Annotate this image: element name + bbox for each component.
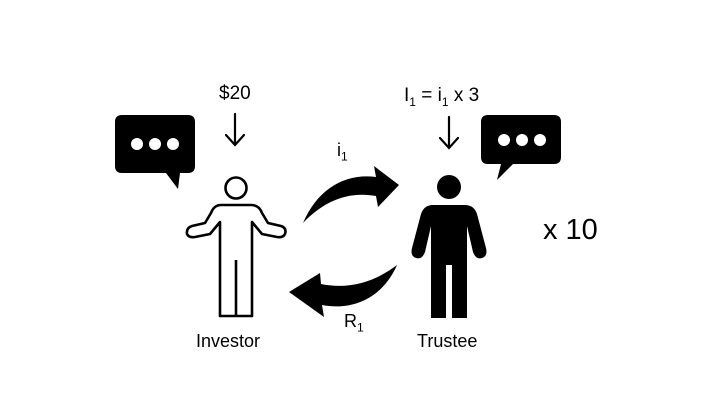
forward-sub: 1 — [341, 149, 348, 164]
return-var: R — [344, 311, 357, 331]
forward-curved-arrow-icon — [303, 166, 399, 223]
investor-label: Investor — [196, 331, 261, 351]
forward-var: i — [337, 140, 341, 160]
formula-var-b: i — [437, 85, 442, 106]
endowment-label: $20 — [219, 83, 251, 104]
return-sub: 1 — [357, 320, 364, 335]
repeat-count-label: x 10 — [543, 214, 598, 246]
forward-transfer-label: i1 — [337, 140, 348, 164]
formula-sub-a: 1 — [409, 94, 416, 109]
formula-sub-b: 1 — [441, 94, 449, 109]
trustee-person-solid-icon — [411, 175, 487, 318]
trustee-speech-bubble-icon — [481, 115, 561, 180]
formula-eq: = — [415, 85, 438, 106]
return-transfer-label: R1 — [344, 311, 364, 335]
trustee-label: Trustee — [417, 331, 478, 351]
return-curved-arrow-icon — [289, 265, 397, 317]
investor-person-outline-icon — [185, 176, 287, 318]
multiplier-down-arrow-icon — [438, 115, 460, 150]
endowment-down-arrow-icon — [224, 112, 246, 147]
investor-speech-bubble-icon — [115, 115, 195, 189]
trustee-multiplier-formula: I1 = i1 x 3 — [404, 85, 479, 109]
formula-rest: x 3 — [448, 85, 480, 106]
formula-var-a: I — [404, 85, 410, 106]
